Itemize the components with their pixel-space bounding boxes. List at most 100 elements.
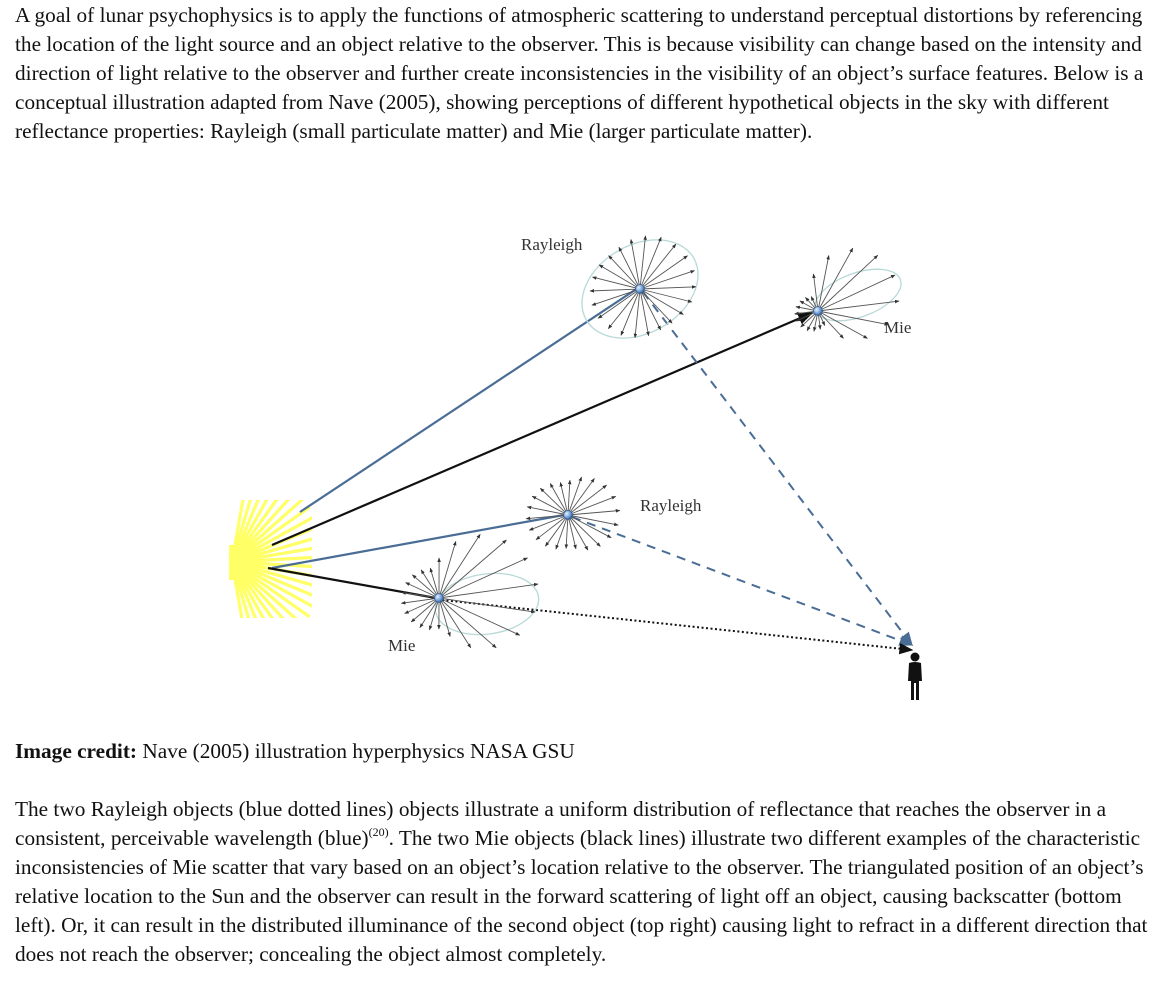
scatter-spoke — [567, 509, 621, 516]
scatter-spoke — [400, 597, 440, 605]
sun-ray — [231, 546, 312, 564]
scatter-spoke — [526, 505, 569, 516]
intro-paragraph: A goal of lunar psychophysics is to appl… — [15, 3, 1144, 143]
scatter-spoke — [639, 288, 693, 303]
sun-ray — [230, 500, 252, 563]
sun-ray — [230, 561, 266, 618]
particle-dot — [434, 593, 444, 603]
scatter-spoke — [420, 569, 440, 599]
scatter-spoke — [438, 597, 497, 649]
citation-superscript: (20) — [368, 825, 389, 839]
scatter-spoke — [817, 310, 889, 326]
label-mie-top-right: Mie — [884, 318, 911, 337]
scatter-spoke — [567, 476, 582, 516]
scatter-spoke — [438, 597, 472, 649]
scatter-spoke — [564, 514, 569, 549]
mie-bottom-left-particle — [400, 533, 540, 649]
scatter-spoke — [412, 574, 440, 599]
scatter-spoke — [817, 310, 844, 339]
sun-ray — [230, 500, 291, 564]
sun-ray — [231, 560, 311, 618]
scatter-spoke — [639, 288, 673, 324]
sun-ray — [230, 500, 269, 563]
sun-to-rayleigh-middle-line — [271, 513, 565, 570]
particle-dot — [635, 284, 645, 294]
scatter-spoke — [567, 514, 589, 551]
scatter-spoke — [567, 514, 577, 550]
sun-ray — [231, 516, 312, 564]
scatter-spoke — [528, 514, 569, 531]
scatter-spoke — [438, 597, 521, 636]
sun-ray — [230, 561, 275, 618]
scattering-illustration: Rayleigh Mie Rayleigh Mie — [229, 235, 922, 700]
scatter-spoke — [525, 514, 569, 521]
scatter-spoke — [812, 273, 819, 312]
body-text-part-2: . The two Mie objects (black lines) illu… — [15, 826, 1148, 966]
sun-ray — [231, 560, 312, 608]
scatter-spoke — [419, 597, 440, 628]
image-credit-label: Image credit: — [15, 739, 138, 763]
scatter-spoke — [817, 255, 830, 312]
body-text-part-1: The two Rayleigh objects (blue dotted li… — [15, 797, 1107, 850]
scatter-spoke — [410, 597, 440, 623]
scatter-spoke — [549, 483, 569, 516]
scatter-spoke — [567, 495, 617, 516]
sun-ray — [230, 500, 305, 564]
scatter-spoke — [589, 288, 641, 293]
scatter-spoke — [639, 236, 662, 290]
scatter-spoke — [639, 235, 647, 290]
mie-top-right-particle — [794, 247, 902, 339]
scatter-spoke — [607, 288, 641, 329]
scatter-spoke — [438, 533, 481, 599]
scatter-spoke — [817, 254, 879, 312]
scatter-spoke — [438, 557, 528, 599]
rayleigh-middle-particle — [525, 476, 621, 551]
scatter-spoke — [429, 567, 440, 599]
scatter-spoke — [405, 582, 440, 599]
scatter-spoke — [545, 514, 569, 547]
scatter-spoke — [539, 487, 569, 516]
scatter-spoke — [817, 247, 854, 312]
scatter-spoke — [438, 597, 451, 637]
observer-silhouette-icon — [908, 652, 922, 700]
scatter-spoke — [535, 514, 569, 541]
sun-ray — [230, 500, 245, 563]
sun-ray — [230, 560, 285, 618]
scatter-spoke — [639, 288, 662, 331]
label-rayleigh-top: Rayleigh — [521, 235, 583, 254]
sun-ray — [230, 500, 260, 563]
scatter-spoke — [639, 288, 650, 337]
scatter-spoke — [817, 299, 900, 312]
scatter-envelope — [581, 239, 699, 339]
scatter-spoke — [817, 310, 868, 339]
scatter-spoke — [428, 597, 440, 631]
scatter-spoke — [639, 270, 695, 290]
sun-ray — [231, 560, 312, 597]
label-rayleigh-middle: Rayleigh — [640, 496, 702, 515]
sun-ray — [230, 560, 298, 618]
scatter-spoke — [555, 514, 569, 550]
image-credit-text: Nave (2005) illustration hyperphysics NA… — [137, 739, 575, 763]
scatter-spoke — [592, 276, 641, 290]
particle-dot — [563, 510, 573, 520]
scatter-spoke — [567, 479, 572, 516]
rayleigh-top-to-observer-dashed-line — [642, 291, 913, 647]
scatter-spoke — [620, 288, 641, 336]
sun-ray — [231, 560, 312, 587]
sun-ray — [230, 561, 258, 618]
scatter-spoke — [438, 539, 507, 599]
scatter-spoke — [559, 482, 569, 516]
sun-ray — [231, 505, 311, 564]
scatter-spoke — [817, 274, 896, 312]
rayleigh-top-particle — [581, 235, 699, 339]
scatter-spoke — [438, 540, 457, 599]
scatter-spoke — [567, 514, 612, 539]
scatter-spoke — [567, 484, 607, 516]
scatter-spoke — [639, 288, 684, 315]
scatter-spoke — [401, 591, 440, 599]
scatter-spoke — [597, 288, 641, 319]
scatter-spoke — [531, 495, 569, 516]
image-credit: Image credit: Nave (2005) illustration h… — [15, 737, 1167, 766]
sun-ray — [231, 537, 312, 564]
scatter-spoke — [633, 288, 641, 339]
